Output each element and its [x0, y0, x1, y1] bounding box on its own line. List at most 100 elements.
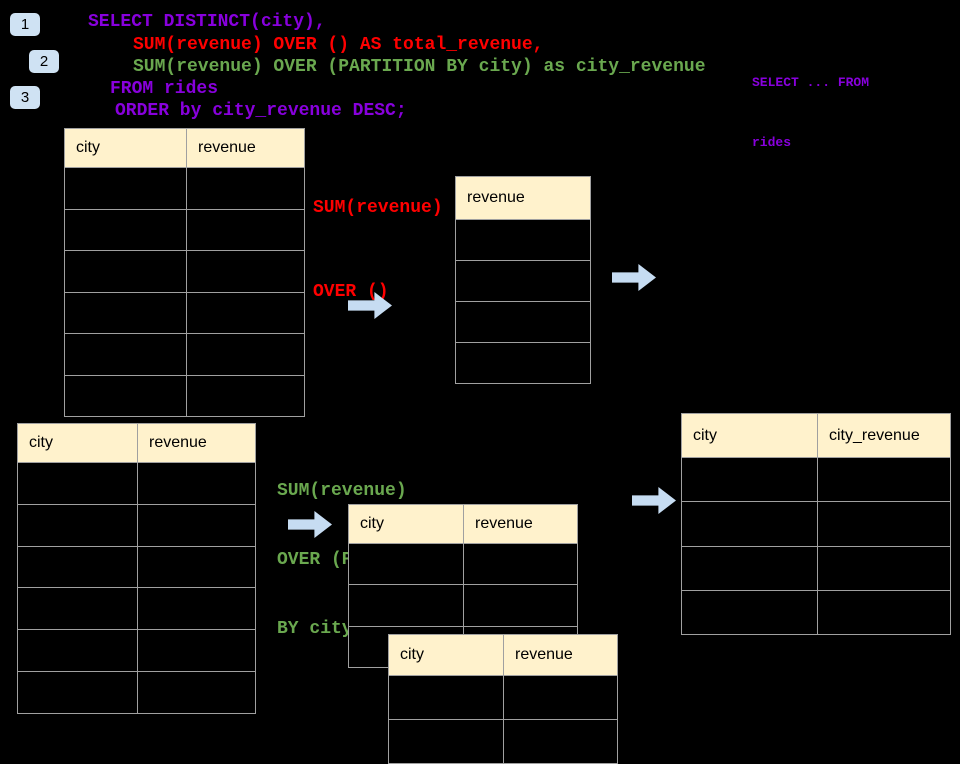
table-row — [388, 675, 618, 720]
table-row — [455, 260, 591, 302]
empty-cell — [17, 587, 138, 631]
empty-cell — [455, 301, 591, 343]
flow-arrow-right-icon — [612, 264, 656, 291]
empty-cell — [137, 629, 256, 672]
column-header: city — [17, 423, 138, 463]
empty-cell — [463, 542, 578, 586]
empty-cell — [463, 584, 578, 627]
table-row — [17, 503, 256, 547]
empty-cell — [455, 219, 591, 261]
table-header-row: revenue — [455, 176, 591, 220]
flow-arrow-right-icon — [632, 487, 676, 514]
sql-line-sum-over-total: SUM(revenue) OVER () AS total_revenue, — [133, 35, 544, 55]
empty-cell — [17, 462, 138, 505]
column-header: revenue — [463, 504, 578, 544]
empty-cell — [817, 501, 951, 547]
empty-cell — [348, 542, 464, 586]
empty-cell — [186, 291, 305, 334]
table-row — [681, 545, 951, 591]
empty-cell — [137, 503, 256, 547]
empty-cell — [503, 675, 618, 720]
empty-cell — [817, 589, 951, 636]
table-row — [64, 250, 305, 293]
empty-cell — [388, 675, 504, 720]
empty-cell — [137, 670, 256, 714]
table-row — [64, 374, 305, 417]
table-row — [64, 208, 305, 251]
sql-line-select: SELECT DISTINCT(city), — [88, 12, 326, 32]
label-sum-over-total: SUM(revenue) OVER () — [313, 138, 443, 334]
empty-cell — [186, 167, 305, 210]
empty-cell — [186, 208, 305, 251]
note-line-1: SELECT ... FROM — [752, 75, 870, 90]
step-badge-2: 2 — [29, 50, 59, 73]
table-row — [388, 719, 618, 764]
empty-cell — [681, 501, 818, 547]
column-header: city — [388, 634, 504, 676]
column-header: city_revenue — [817, 413, 951, 458]
step-badge-3: 3 — [10, 86, 40, 109]
note-line-2: rides — [752, 135, 792, 150]
empty-cell — [388, 719, 504, 764]
table-row — [681, 589, 951, 636]
empty-cell — [681, 545, 818, 591]
sql-line-order-by: ORDER by city_revenue DESC; — [115, 101, 407, 121]
label-partition-line-1: SUM(revenue) — [277, 481, 407, 501]
table-row — [348, 584, 578, 627]
empty-cell — [455, 260, 591, 302]
empty-cell — [64, 374, 187, 417]
table-row — [455, 342, 591, 384]
empty-cell — [817, 545, 951, 591]
empty-cell — [455, 342, 591, 384]
table-row — [64, 291, 305, 334]
column-header: city — [681, 413, 818, 458]
empty-cell — [137, 462, 256, 505]
empty-cell — [17, 670, 138, 714]
table-row — [17, 587, 256, 631]
note-select-from-rides: SELECT ... FROM rides — [752, 33, 869, 173]
empty-cell — [817, 456, 951, 503]
table-row — [17, 462, 256, 505]
empty-cell — [681, 456, 818, 503]
table-row — [455, 301, 591, 343]
column-header: revenue — [455, 176, 591, 220]
empty-cell — [64, 208, 187, 251]
empty-cell — [64, 333, 187, 376]
empty-cell — [64, 250, 187, 293]
empty-cell — [64, 167, 187, 210]
empty-cell — [64, 291, 187, 334]
empty-cell — [681, 589, 818, 636]
empty-cell — [503, 719, 618, 764]
table-row — [17, 629, 256, 672]
column-header: revenue — [137, 423, 256, 463]
empty-cell — [17, 629, 138, 672]
table-row — [681, 456, 951, 503]
empty-cell — [137, 545, 256, 589]
empty-cell — [137, 587, 256, 631]
column-header: revenue — [503, 634, 618, 676]
table-row — [348, 542, 578, 586]
table-total-revenue: revenue — [455, 176, 591, 384]
empty-cell — [17, 503, 138, 547]
table-row — [681, 501, 951, 547]
label-total-line-2: OVER () — [313, 282, 389, 302]
column-header: city — [64, 128, 187, 168]
empty-cell — [186, 250, 305, 293]
table-row — [64, 333, 305, 376]
table-row — [17, 545, 256, 589]
table-row — [455, 219, 591, 261]
sql-line-from: FROM rides — [110, 79, 219, 99]
empty-cell — [348, 584, 464, 627]
empty-cell — [17, 545, 138, 589]
empty-cell — [186, 374, 305, 417]
